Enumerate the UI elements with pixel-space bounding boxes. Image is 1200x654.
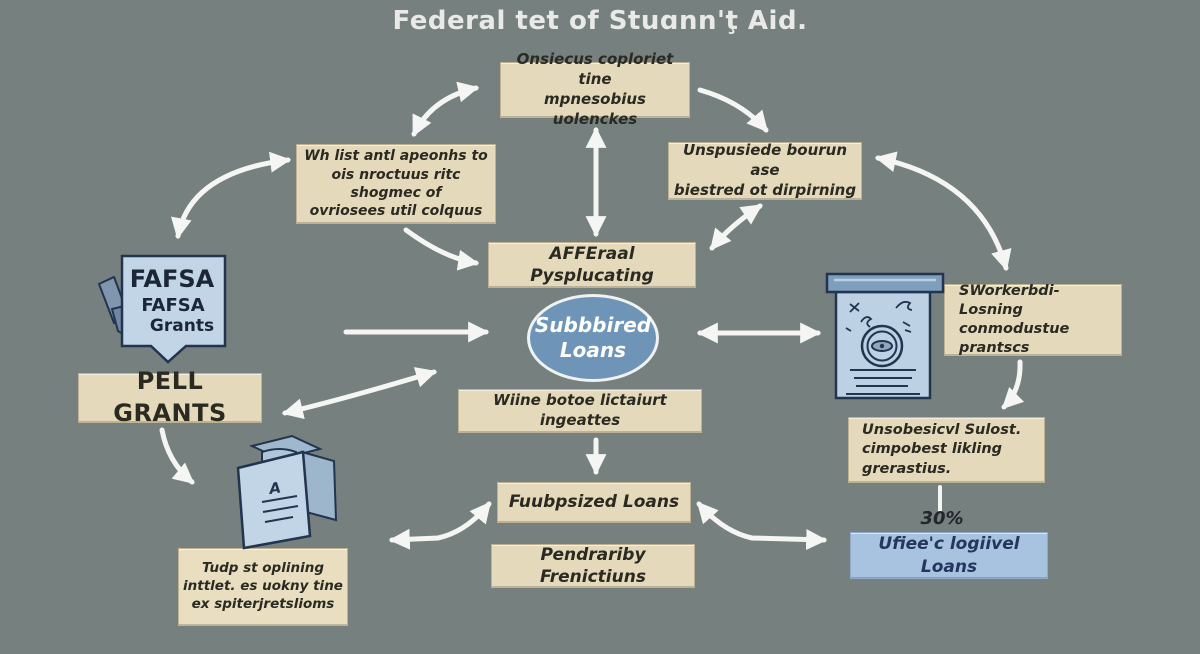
- fafsa-label-1: FAFSA: [130, 265, 215, 293]
- box-pell-grants: PELL GRANTS: [78, 367, 262, 427]
- arrow-pell-wiine: [281, 367, 438, 420]
- arrow-pell-package: [159, 427, 195, 485]
- arrow-fuubpsized-right: [696, 501, 828, 551]
- box-onsiecus: Onsiecus coploriet tine mpnesobius uolen…: [500, 50, 690, 128]
- package-letter: A: [267, 479, 282, 499]
- fafsa-label-3: Grants: [150, 316, 214, 336]
- fafsa-document-icon: FAFSA FAFSA Grants: [97, 254, 227, 364]
- fafsa-shape: [120, 254, 227, 364]
- box-wiine: Wiine botoe lictaiurt ingeattes: [458, 389, 702, 433]
- arrow-rightbox-afferaal: [709, 203, 763, 251]
- certificate-document-icon: [825, 272, 945, 400]
- arrow-fafsa-leftbox: [170, 151, 292, 240]
- box-unsobesicvl: Unsobesicvl Sulost. cimpobest likling gr…: [848, 417, 1045, 483]
- package-box-icon: A: [236, 434, 338, 550]
- box-sworkerhd: SWorkerbdi-Losning conmodustue prantscs: [944, 283, 1122, 356]
- box-unspusiede: Unspusiede bourun ase biestred ot dirpir…: [668, 141, 862, 200]
- arrow-topbox-rightbox: [697, 87, 769, 133]
- arrow-fuubpsized-left: [388, 501, 492, 550]
- arrow-leftbox-afferaal: [403, 227, 480, 271]
- arrow-topbox-leftbox: [411, 81, 480, 137]
- box-fuubpsized-loans: Fuubpsized Loans: [497, 482, 691, 523]
- box-tudp: Tudp st oplining inttlet. es uokny tine …: [178, 548, 348, 626]
- document-text-lines: [846, 369, 920, 395]
- package-text-lines: [261, 495, 299, 523]
- box-afferaal: AFFEraal Pysplucating: [488, 242, 696, 288]
- box-pendrariby: Pendrariby Frenictiuns: [491, 544, 695, 588]
- ellipse-subbired-loans: Subbbired Loans: [527, 294, 659, 382]
- label-30-percent: 30%: [920, 508, 964, 529]
- arrow-sworkerhd-unsobesicvl: [1001, 359, 1025, 410]
- arrow-rightbox-docicon: [874, 151, 1012, 272]
- fafsa-label-2: FAFSA: [141, 295, 204, 316]
- signature-squiggles: [845, 300, 913, 333]
- box-ufiee-loans: Ufiee'c logiivel Loans: [850, 532, 1048, 579]
- page-title: Federal tet of Stuɑnn'ţ Aid.: [392, 6, 808, 36]
- box-whlist: Wh list antl apeonhs to ois nroctuus rit…: [296, 144, 496, 224]
